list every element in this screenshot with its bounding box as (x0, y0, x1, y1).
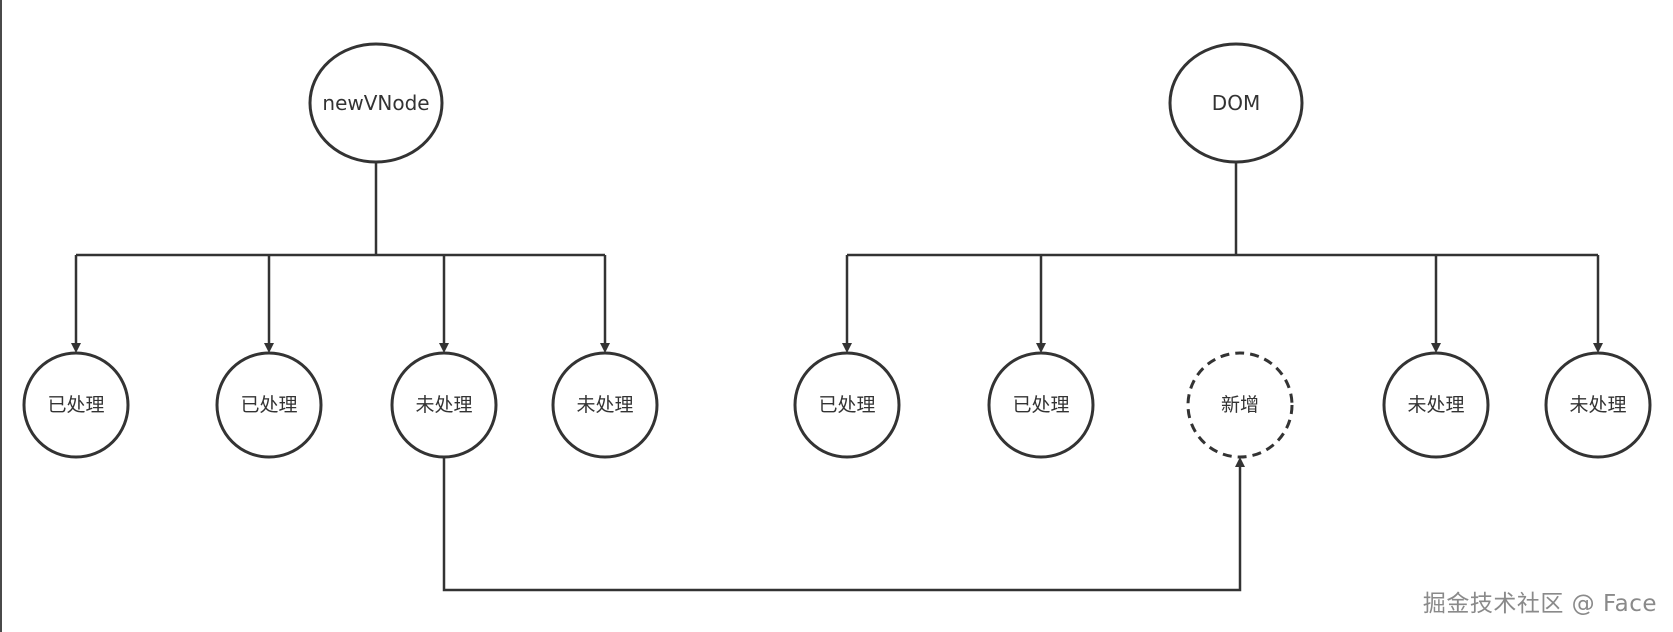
left-border (0, 0, 2, 632)
right-child-node: 已处理 (793, 351, 901, 459)
left-root-node: newVNode (308, 42, 444, 164)
right-child-label: 已处理 (1012, 394, 1069, 416)
left-child-label: 未处理 (415, 394, 472, 416)
left-root-label: newVNode (322, 91, 429, 115)
left-child-label: 已处理 (240, 394, 297, 416)
right-child-label: 已处理 (818, 394, 875, 416)
new-node-dashed: 新增 (1186, 351, 1294, 459)
left-child-node: 已处理 (215, 351, 323, 459)
right-child-node: 已处理 (987, 351, 1095, 459)
right-child-label: 未处理 (1569, 394, 1626, 416)
right-root-label: DOM (1212, 91, 1260, 115)
watermark: 掘金技术社区 @ Face (1422, 591, 1657, 617)
left-child-node: 未处理 (551, 351, 659, 459)
left-child-label: 未处理 (576, 394, 633, 416)
right-child-node: 未处理 (1544, 351, 1652, 459)
right-root-node: DOM (1168, 42, 1304, 164)
left-child-node: 已处理 (22, 351, 130, 459)
move-arrow (442, 457, 1245, 592)
right-child-node: 未处理 (1382, 351, 1490, 459)
left-child-label: 已处理 (47, 394, 104, 416)
new-node-label: 新增 (1221, 394, 1259, 416)
left-child-node: 未处理 (390, 351, 498, 459)
right-child-label: 未处理 (1407, 394, 1464, 416)
